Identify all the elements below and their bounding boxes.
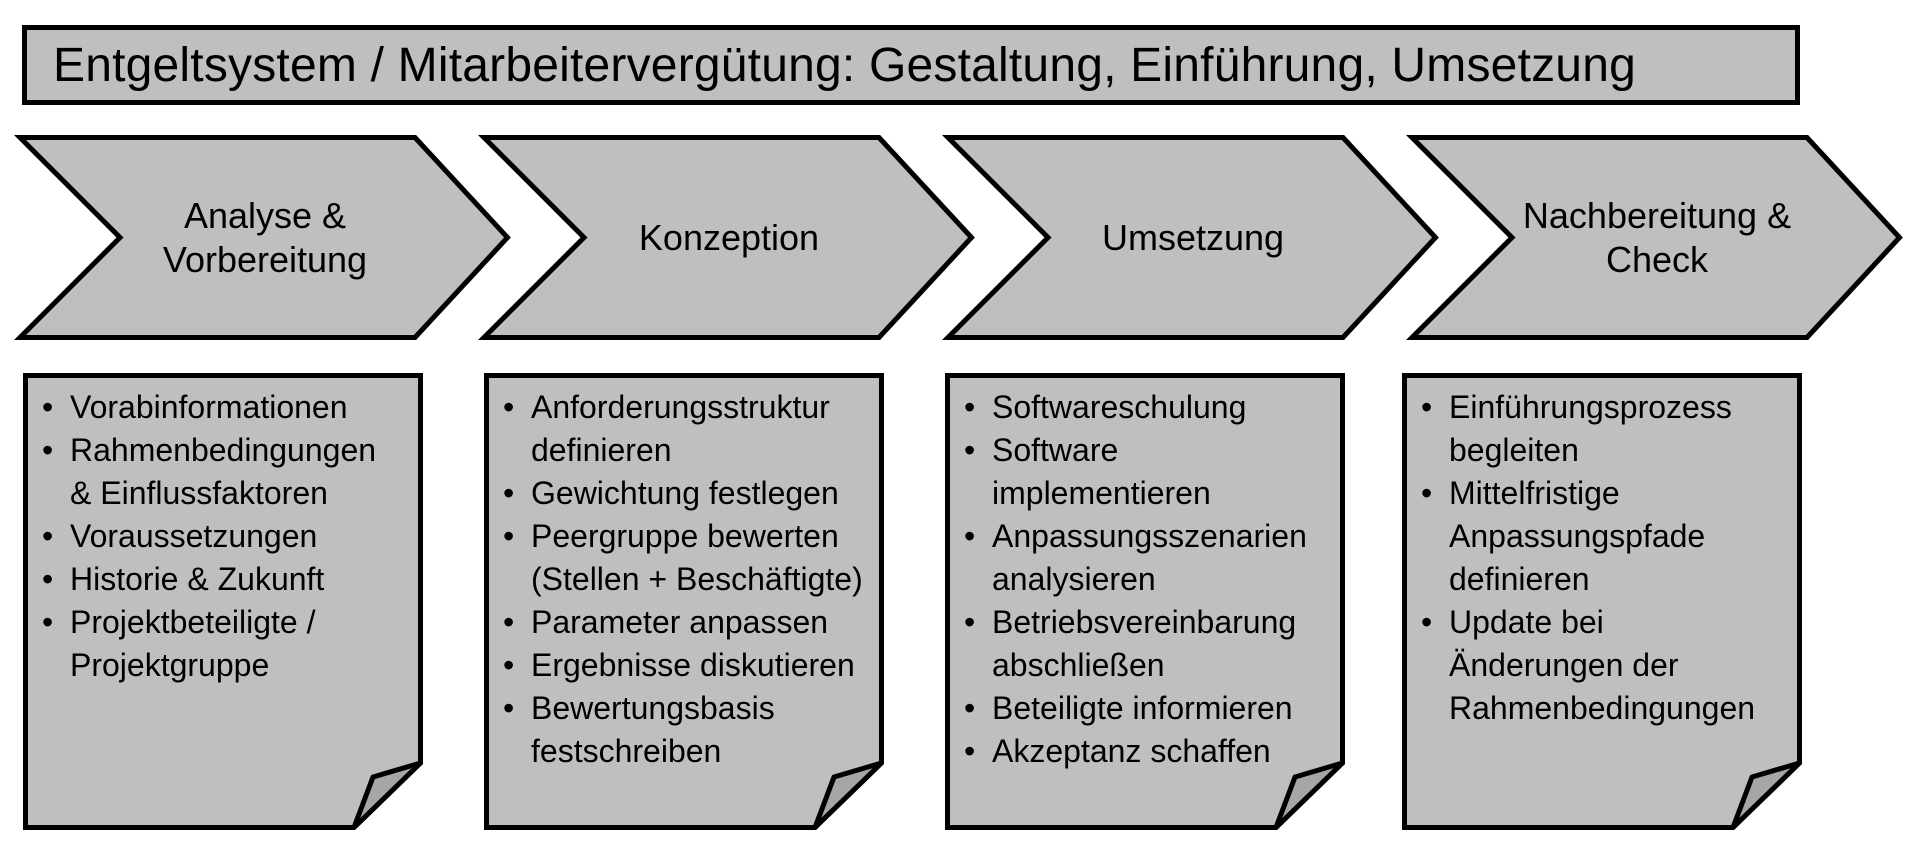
bullet-item: Akzeptanz schaffen [959, 730, 1339, 773]
note-nachbereitung: Einführungsprozess begleitenMittelfristi… [1402, 373, 1802, 830]
bullet-item: Bewertungsbasis festschreiben [498, 687, 878, 773]
bullet-item: Einführungsprozess begleiten [1416, 386, 1796, 472]
bullet-item: Anpassungsszenarien analysieren [959, 515, 1339, 601]
bullet-list-analyse: VorabinformationenRahmenbedingungen & Ei… [23, 373, 423, 687]
chevron-stage-1 [13, 135, 511, 340]
page-title: Entgeltsystem / Mitarbeitervergütung: Ge… [53, 38, 1636, 92]
fold-corner-flap [1730, 760, 1802, 830]
bullet-list-umsetzung: SoftwareschulungSoftware implementierenA… [945, 373, 1345, 773]
bullet-item: Software implementieren [959, 429, 1339, 515]
bullet-item: Peergruppe bewerten (Stellen + Beschäfti… [498, 515, 878, 601]
note-umsetzung: SoftwareschulungSoftware implementierenA… [945, 373, 1345, 830]
bullet-item: Mittelfristige Anpassungspfade definiere… [1416, 472, 1796, 601]
bullet-item: Softwareschulung [959, 386, 1339, 429]
bullet-item: Beteiligte informieren [959, 687, 1339, 730]
title-bar: Entgeltsystem / Mitarbeitervergütung: Ge… [22, 25, 1800, 105]
bullet-item: Rahmenbedingungen & Einflussfaktoren [37, 429, 417, 515]
bullet-item: Voraussetzungen [37, 515, 417, 558]
bullet-item: Ergebnisse diskutieren [498, 644, 878, 687]
bullet-item: Historie & Zukunft [37, 558, 417, 601]
note-analyse: VorabinformationenRahmenbedingungen & Ei… [23, 373, 423, 830]
bullet-item: Parameter anpassen [498, 601, 878, 644]
bullet-list-konzeption: Anforderungsstruktur definierenGewichtun… [484, 373, 884, 773]
bullet-item: Projektbeteiligte / Projektgruppe [37, 601, 417, 687]
fold-corner-flap [351, 760, 423, 830]
bullet-item: Betriebsvereinbarung abschließen [959, 601, 1339, 687]
bullet-item: Gewichtung festlegen [498, 472, 878, 515]
chevron-stage-3 [941, 135, 1439, 340]
bullet-item: Update bei Änderungen der Rahmenbedingun… [1416, 601, 1796, 730]
bullet-list-nachbereitung: Einführungsprozess begleitenMittelfristi… [1402, 373, 1802, 730]
process-arrow-band [13, 135, 1903, 340]
note-konzeption: Anforderungsstruktur definierenGewichtun… [484, 373, 884, 830]
chevron-stage-4 [1405, 135, 1903, 340]
chevron-stage-2 [477, 135, 975, 340]
bullet-item: Vorabinformationen [37, 386, 417, 429]
bullet-item: Anforderungsstruktur definieren [498, 386, 878, 472]
